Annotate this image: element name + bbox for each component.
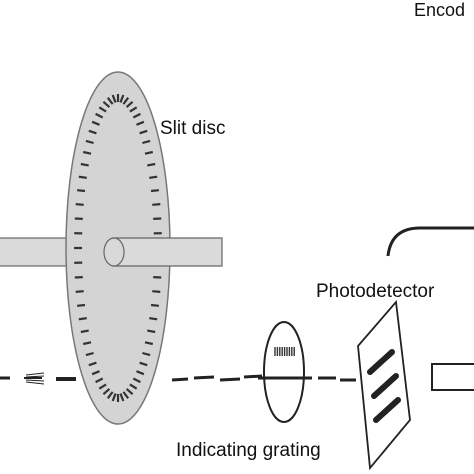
disc-slit xyxy=(98,106,107,113)
disc-slit xyxy=(76,303,86,307)
disc-slit xyxy=(129,383,138,390)
disc-slit xyxy=(144,341,154,346)
disc-slit xyxy=(85,139,94,145)
disc-slit xyxy=(91,120,100,126)
grating-slit-marks xyxy=(274,347,295,356)
disc-slit xyxy=(132,377,141,384)
disc-slit xyxy=(136,120,145,126)
photodetector-cells xyxy=(367,349,401,423)
disc-slit xyxy=(106,97,114,105)
disc-slit xyxy=(102,100,111,108)
disc-slit xyxy=(80,162,89,167)
disc-slit xyxy=(142,139,151,145)
disc-slit xyxy=(102,388,111,396)
disc-slit xyxy=(132,112,141,119)
disc-slit xyxy=(122,391,130,399)
disc-slit xyxy=(76,189,86,193)
disc-slit xyxy=(75,203,84,206)
disc-slit xyxy=(144,150,154,155)
disc-slit xyxy=(147,162,156,167)
encoder-housing xyxy=(386,226,474,257)
disc-slit xyxy=(82,341,92,346)
disc-slit xyxy=(139,129,148,135)
light-beam-middle xyxy=(171,374,263,382)
shaft-right xyxy=(112,237,223,267)
disc-slit xyxy=(88,361,97,367)
disc-slit xyxy=(149,175,158,179)
shaft-end xyxy=(103,237,125,267)
disc-slit xyxy=(80,329,89,334)
light-beam-left xyxy=(0,376,76,381)
disc-slit xyxy=(78,175,87,179)
slit-disc-label: Slit disc xyxy=(160,118,226,139)
disc-slit xyxy=(122,97,130,105)
disc-slit xyxy=(75,290,84,293)
disc-slit xyxy=(111,94,117,103)
disc-slit xyxy=(147,329,156,334)
disc-slit xyxy=(82,150,92,155)
disc-slit xyxy=(150,303,160,307)
disc-slit xyxy=(106,391,114,399)
disc-slit xyxy=(136,370,145,376)
photodetector-label: Photodetector xyxy=(316,281,435,302)
receiver-block xyxy=(431,363,474,391)
disc-slit xyxy=(88,129,97,135)
disc-slit xyxy=(119,393,125,402)
disc-slit xyxy=(152,290,161,293)
disc-slit xyxy=(150,189,160,193)
indicating-grating xyxy=(263,321,305,423)
disc-slit xyxy=(125,388,134,396)
disc-slit xyxy=(95,377,104,384)
disc-slit xyxy=(142,351,151,357)
light-source xyxy=(25,372,45,385)
disc-slit xyxy=(125,100,134,108)
encoder-label: Encod xyxy=(414,0,466,20)
disc-slit xyxy=(129,106,138,113)
indicating-grating-label: Indicating grating xyxy=(176,440,321,461)
disc-slit xyxy=(149,317,158,321)
disc-slit xyxy=(91,370,100,376)
disc-slit xyxy=(111,393,117,402)
disc-slit xyxy=(152,203,161,206)
disc-slit xyxy=(139,361,148,367)
disc-slit xyxy=(98,383,107,390)
disc-slit xyxy=(119,94,125,103)
disc-slit xyxy=(78,317,87,321)
slit-marks xyxy=(74,94,162,402)
disc-slit xyxy=(85,351,94,357)
disc-slit xyxy=(95,112,104,119)
